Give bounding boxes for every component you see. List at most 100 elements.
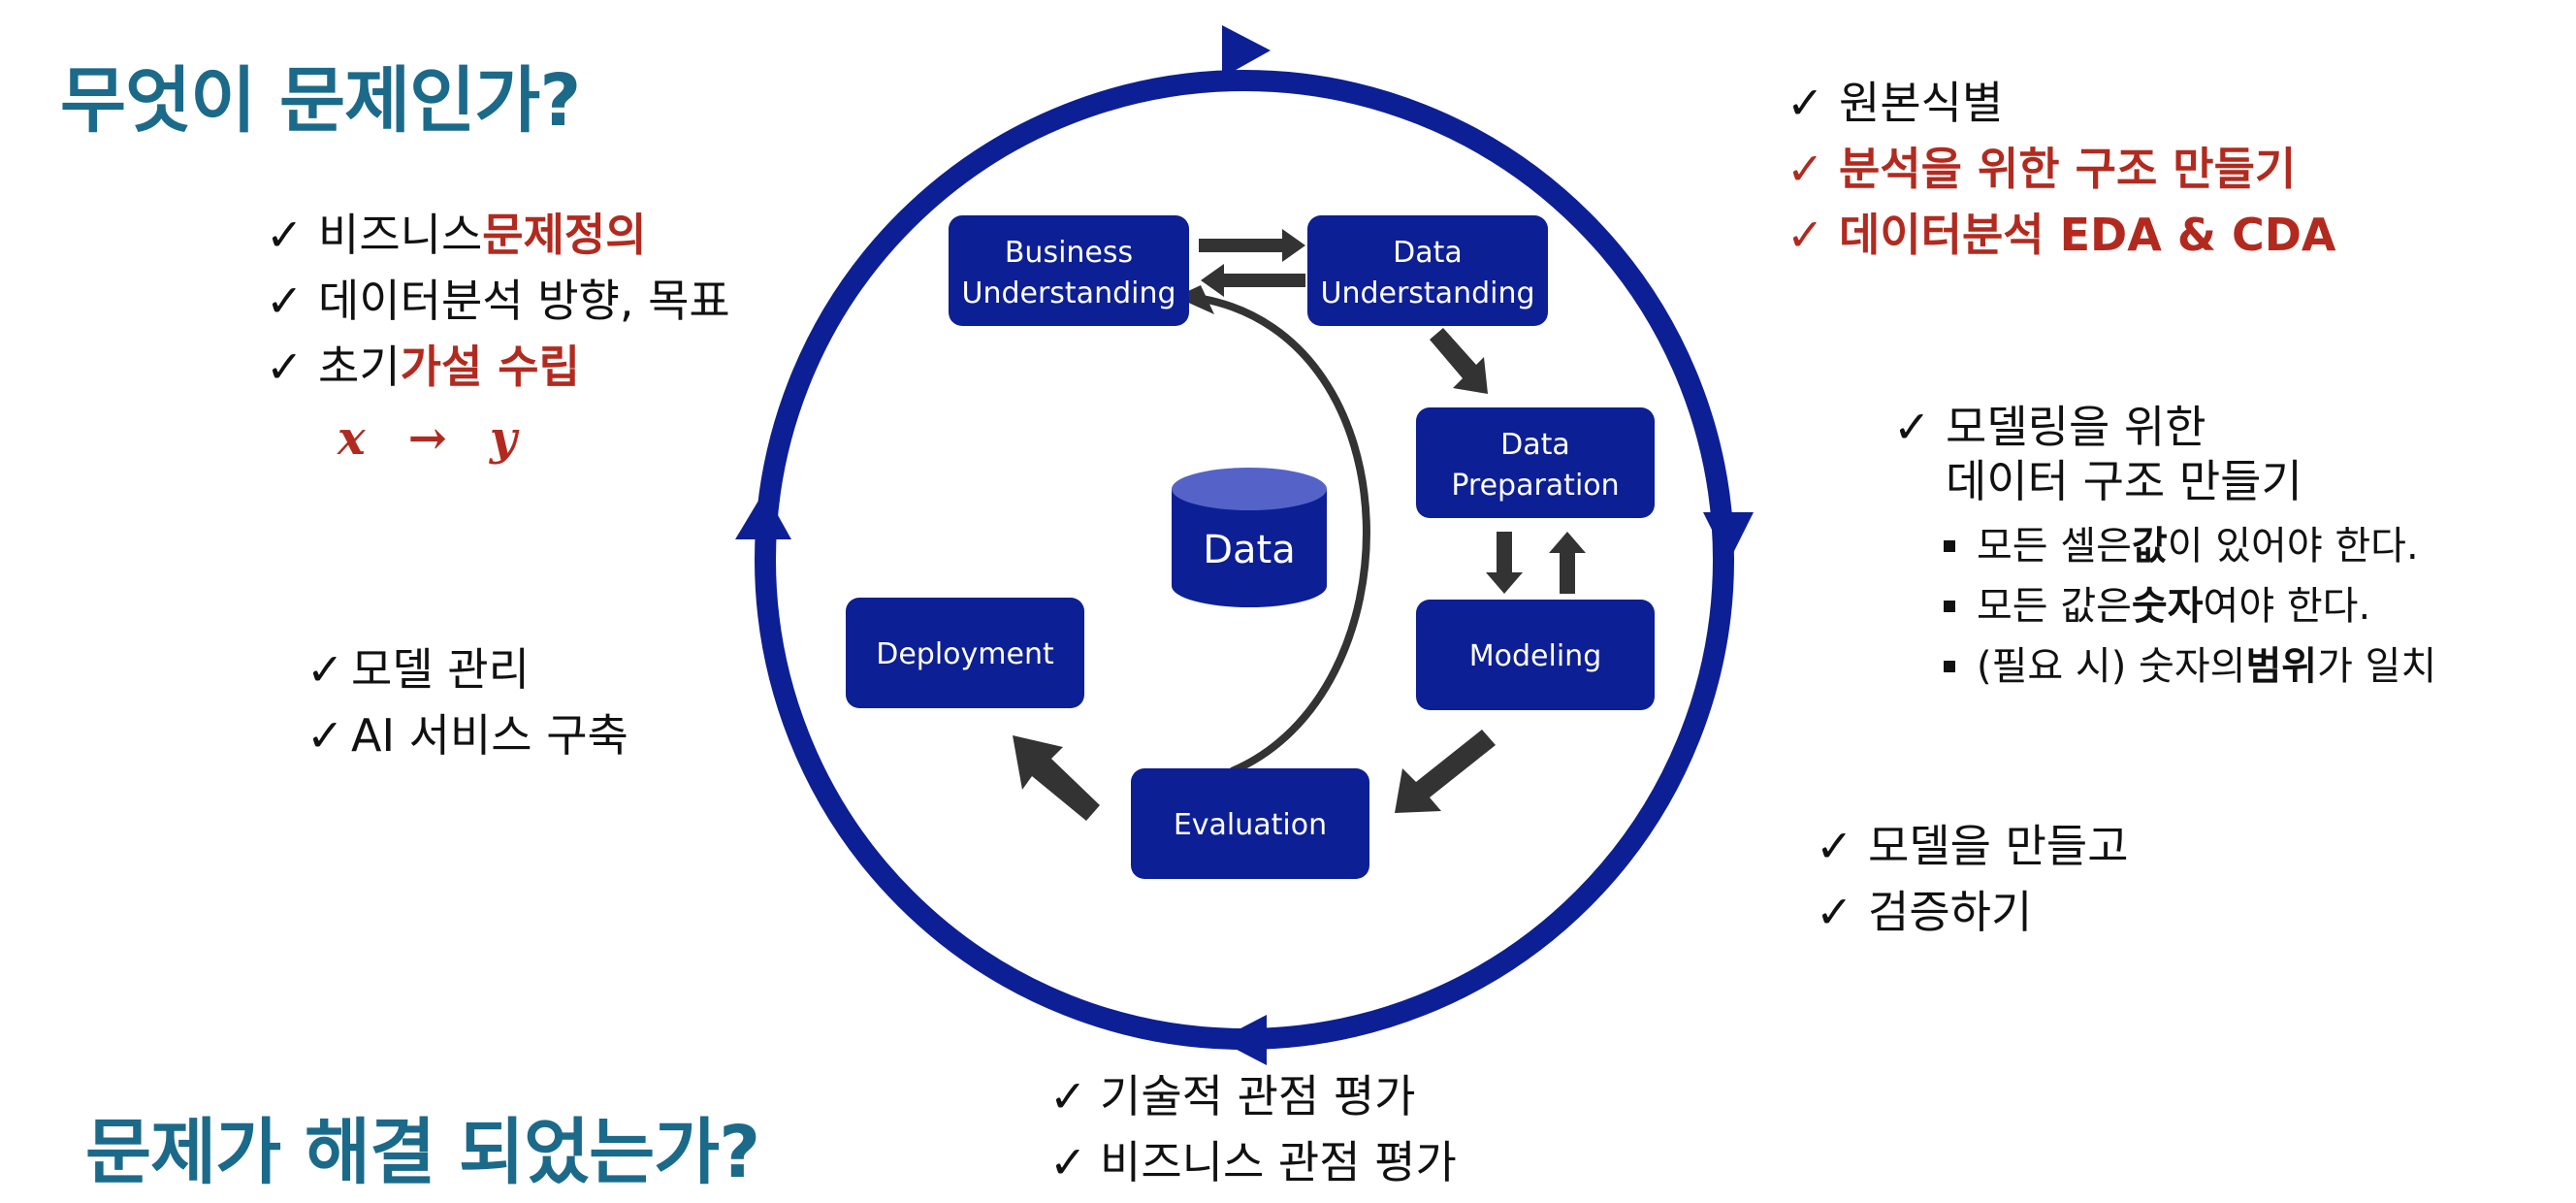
list-item: ✓ 데이터분석 EDA & CDA [1787,202,2336,268]
box-label: Deployment [876,637,1054,671]
bullet-bold: 범위 [2245,644,2318,689]
check-icon: ✓ [1816,886,1853,938]
check-icon: ✓ [266,209,304,261]
item-text: 모델 관리 [351,643,530,696]
ring-arrowhead-top [1222,25,1271,78]
deployment-notes: ✓ 모델 관리 ✓ AI 서비스 구축 [306,636,628,768]
bullet-pre: 모든 값은 [1977,584,2132,629]
box-deployment: Deployment [846,598,1084,708]
modeling-notes: ✓ 모델을 만들고 ✓ 검증하기 [1816,813,2129,945]
formula-y: y [489,411,517,466]
box-evaluation: Evaluation [1131,768,1369,879]
flow-arrows [1013,229,1586,821]
check-icon: ✓ [306,709,344,762]
data-cylinder-icon: Data [1172,468,1327,607]
list-item: ✓ 초기 가설 수립 [266,334,730,400]
arrow-dp-to-modeling-head [1486,572,1523,594]
item-text: 초기 [318,341,401,393]
check-icon: ✓ [1787,77,1824,129]
bullet-post: 여야 한다. [2203,584,2371,629]
list-item: ✓ 원본식별 [1787,70,2336,136]
bullet-bold: 값 [2131,524,2168,569]
data-preparation-notes: ✓ 모델링을 위한 데이터 구조 만들기 [1893,400,2302,508]
arrow-dp-to-modeling [1497,532,1512,574]
item-text: 데이터분석 방향, 목표 [318,275,730,327]
right-arrow-icon: → [407,411,447,466]
check-icon: ✓ [266,341,304,393]
item-text: AI 서비스 구축 [351,709,628,762]
item-text: 검증하기 [1868,886,2033,938]
box-business-understanding: Business Understanding [949,215,1189,326]
formula-x: x [338,411,366,466]
check-icon: ✓ [1049,1070,1087,1122]
list-item: ✓ 모델 관리 [306,636,628,702]
arrow-modeling-to-dp [1560,551,1575,594]
item-text: 분석을 위한 구조 만들기 [1839,143,2297,195]
arrow-evaluation-to-deployment [1013,735,1100,821]
bullet-pre: 모든 셀은 [1977,524,2132,569]
list-item: ✓ 모델을 만들고 [1816,813,2129,879]
item-text: 데이터분석 EDA & CDA [1839,209,2336,261]
item-highlight: 가설 수립 [400,341,580,393]
check-icon: ✓ [1787,143,1824,195]
check-icon: ✓ [1893,401,1931,453]
list-item: ✓ 비즈니스 문제정의 [266,202,730,268]
top-question-heading: 무엇이 문제인가? [60,59,581,143]
item-text: 원본식별 [1839,77,2004,129]
business-notes: ✓ 비즈니스 문제정의 ✓ 데이터분석 방향, 목표 ✓ 초기 가설 수립 [266,202,730,400]
list-item: 데이터 구조 만들기 [1893,454,2302,508]
box-label-line1: Data [1500,428,1570,462]
check-icon: ✓ [1049,1136,1087,1188]
list-item: ✓ 검증하기 [1816,879,2129,945]
bullet-bold: 숫자 [2131,584,2204,629]
list-item: ✓ 모델링을 위한 [1893,400,2302,454]
list-item: ✓ 데이터분석 방향, 목표 [266,268,730,334]
bullet-post: 이 있어야 한다. [2167,524,2419,569]
item-highlight: 문제정의 [482,209,647,261]
data-understanding-notes: ✓ 원본식별 ✓ 분석을 위한 구조 만들기 ✓ 데이터분석 EDA & CDA [1787,70,2336,268]
arrow-modeling-to-dp-head [1549,532,1586,553]
arrow-du-to-dp [1430,328,1488,394]
square-bullet-icon [1944,601,1955,612]
ring-arrowhead-left [735,491,791,539]
ring-arrowhead-right [1703,512,1754,563]
check-icon: ✓ [306,643,344,696]
item-text: 기술적 관점 평가 [1100,1070,1416,1122]
arrow-bu-to-du [1199,239,1282,252]
square-bullet-icon [1944,661,1955,672]
check-icon: ✓ [1787,209,1824,261]
box-label-line1: Business [1005,236,1133,270]
check-icon: ✓ [266,275,304,327]
list-item: ✓ 비즈니스 관점 평가 [1049,1129,1457,1195]
arrow-bu-to-du-head [1282,229,1305,262]
box-label-line2: Understanding [961,276,1175,310]
item-text: 데이터 구조 만들기 [1946,455,2302,507]
center-data-label: Data [1203,528,1296,572]
list-item: ✓ 기술적 관점 평가 [1049,1063,1457,1129]
ring-arrowhead-bottom [1218,1015,1267,1065]
box-label: Evaluation [1174,808,1327,842]
item-text: 모델을 만들고 [1868,820,2129,872]
box-label-line1: Data [1393,236,1463,270]
box-data-preparation: Data Preparation [1416,407,1655,518]
box-label-line2: Preparation [1451,469,1619,503]
arrow-du-to-bu-head [1201,264,1224,297]
arrow-du-to-bu [1224,274,1305,287]
list-item: ✓ 분석을 위한 구조 만들기 [1787,136,2336,202]
item-text: 비즈니스 [318,209,483,261]
box-label: Modeling [1469,639,1601,673]
bottom-question-heading: 문제가 해결 되었는가? [85,1111,760,1194]
feedback-curve-arrow [1202,295,1370,775]
list-item: ✓ AI 서비스 구축 [306,702,628,768]
bullet-pre: (필요 시) 숫자의 [1977,644,2246,689]
list-item: 모든 값은 숫자 여야 한다. [1944,576,2436,636]
check-icon: ✓ [1816,820,1853,872]
item-text: 비즈니스 관점 평가 [1100,1136,1457,1188]
box-data-understanding: Data Understanding [1307,215,1548,326]
bullet-post: 가 일치 [2317,644,2437,689]
evaluation-notes: ✓ 기술적 관점 평가 ✓ 비즈니스 관점 평가 [1049,1063,1457,1195]
